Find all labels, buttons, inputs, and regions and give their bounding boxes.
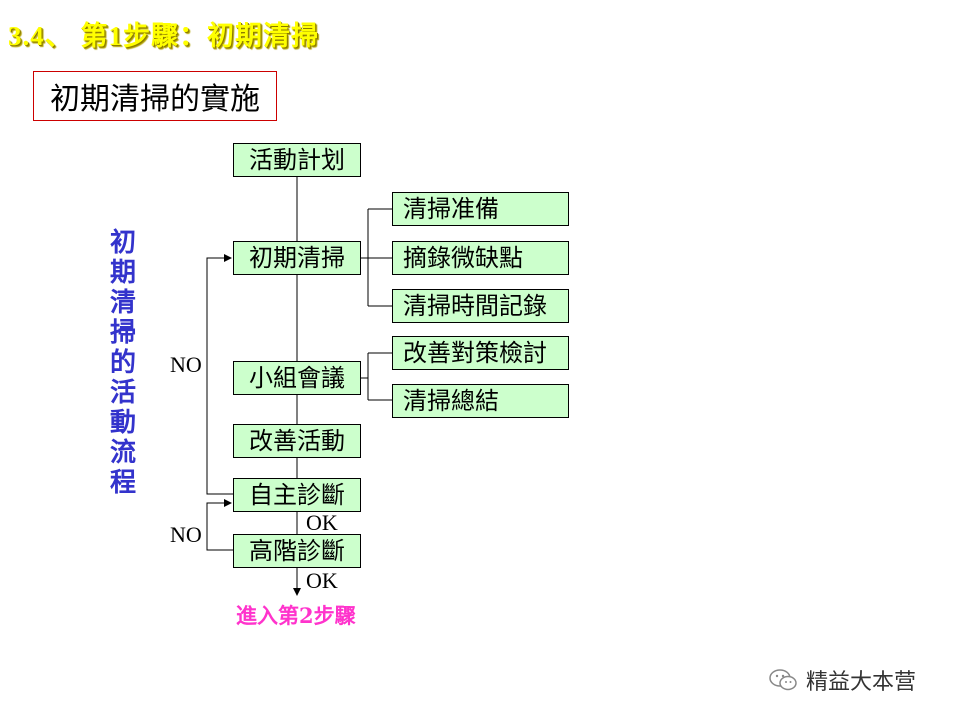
flow-step-1: 活動計划: [233, 143, 361, 177]
flow-step-2: 初期清掃: [233, 241, 361, 275]
subtitle-box: 初期清掃的實施: [33, 71, 277, 121]
cleaning-substep-2: 摘錄微缺點: [392, 241, 569, 275]
cleaning-substep-1: 清掃准備: [392, 192, 569, 226]
watermark-text: 精益大本营: [806, 670, 917, 695]
flow-step-4: 改善活動: [233, 424, 361, 458]
no-loop-2: [206, 499, 233, 551]
watermark: 精益大本营: [768, 664, 916, 696]
meeting-substep-2: 清掃總結: [392, 384, 569, 418]
next-step-label: 進入第2步驟: [236, 603, 356, 628]
no-label-1: NO: [170, 352, 202, 377]
no-label-2: NO: [170, 522, 202, 547]
no-loop-1: [206, 254, 233, 495]
flow-step-6: 高階診斷: [233, 534, 361, 568]
meeting-substep-1: 改善對策檢討: [392, 336, 569, 370]
wechat-icon: [769, 669, 797, 691]
flow-step-5: 自主診斷: [233, 478, 361, 512]
flow-vertical-label: 初期清掃的活動流程: [109, 228, 136, 498]
ok-label-2: OK: [306, 568, 338, 593]
ok-label-1: OK: [306, 510, 338, 535]
slide-title: 3.4、 第1步驟：初期清掃: [8, 21, 319, 51]
cleaning-substep-3: 清掃時間記錄: [392, 289, 569, 323]
flow-step-3: 小組會議: [233, 361, 361, 395]
